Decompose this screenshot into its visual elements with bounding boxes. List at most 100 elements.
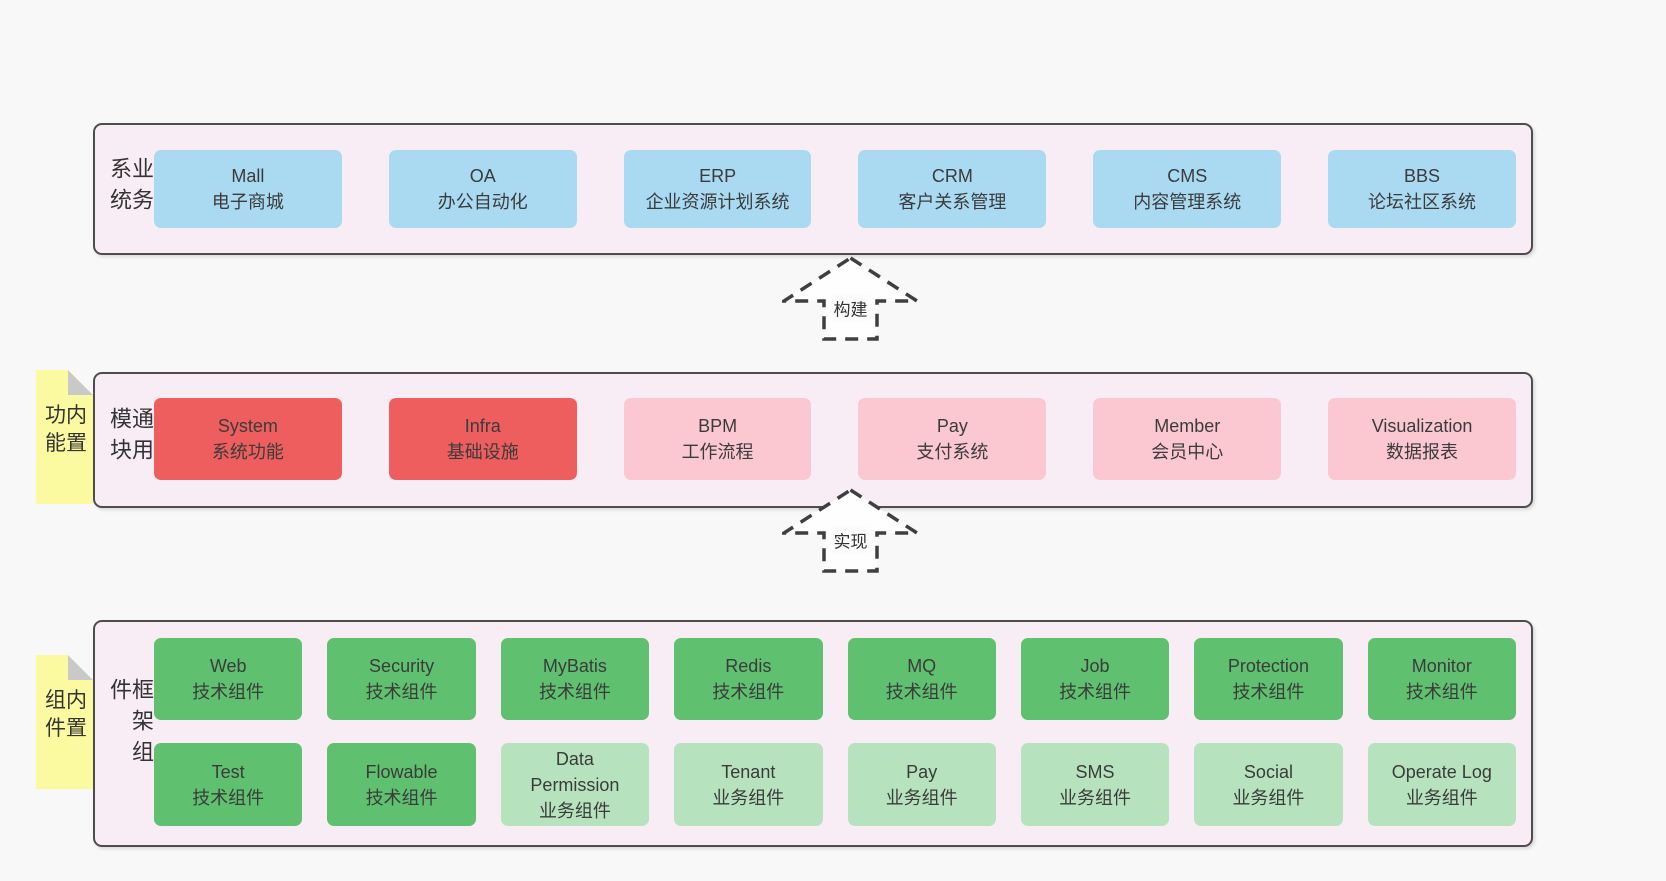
node-bbs: BBS 论坛社区系统 xyxy=(1328,150,1516,228)
node-flowable: Flowable 技术组件 xyxy=(327,743,476,826)
builtin-features-note: 内置功能 xyxy=(36,370,93,504)
node-test: Test 技术组件 xyxy=(154,743,303,826)
node-subtitle: 技术组件 xyxy=(1059,682,1132,702)
node-subtitle: 技术组件 xyxy=(192,682,265,702)
node-data-permission: Data Permission 业务组件 xyxy=(500,743,650,826)
layer-business-systems: 业务系统 Mall 电子商城 OA 办公自动化 ERP 企业资源计划系统 CRM 客户关系管理… xyxy=(93,123,1533,255)
node-title: BBS xyxy=(1404,166,1441,186)
note-fold-corner-icon xyxy=(68,370,93,395)
node-visualization: Visualization 数据报表 xyxy=(1328,398,1516,480)
node-subtitle: 业务组件 xyxy=(1059,787,1132,808)
node-title: Protection xyxy=(1227,656,1309,676)
node-member: Member 会员中心 xyxy=(1093,398,1282,480)
node-subtitle: 业务组件 xyxy=(1232,787,1305,808)
node-title: ERP xyxy=(699,166,737,186)
node-row: Mall 电子商城 OA 办公自动化 ERP 企业资源计划系统 CRM 客户关系管理 CMS 内容… xyxy=(154,150,1516,228)
node-subtitle: 技术组件 xyxy=(1232,682,1305,702)
node-title: Flowable xyxy=(365,761,438,782)
node-title: Visualization xyxy=(1371,416,1473,436)
node-protection: Protection 技术组件 xyxy=(1194,638,1343,720)
node-title: Operate Log xyxy=(1391,761,1492,782)
node-subtitle: 电子商城 xyxy=(211,192,284,212)
node-title: CMS xyxy=(1167,166,1208,186)
node-subtitle: 企业资源计划系统 xyxy=(645,192,790,212)
build-arrow-label: 构建 xyxy=(830,293,871,323)
note-fold-corner-icon xyxy=(68,655,93,680)
node-tenant: Tenant 业务组件 xyxy=(674,743,823,826)
node-title: Social xyxy=(1243,761,1293,782)
node-operate-log: Operate Log 业务组件 xyxy=(1367,743,1516,826)
node-title: Mall xyxy=(231,166,265,186)
node-web: Web 技术组件 xyxy=(154,638,303,720)
node-title: Member xyxy=(1154,416,1221,436)
node-infra: Infra 基础设施 xyxy=(388,398,577,480)
node-subtitle: 业务组件 xyxy=(538,800,611,821)
node-subtitle: 业务组件 xyxy=(1405,787,1478,808)
builtin-components-label: 内置组件 xyxy=(42,688,87,745)
node-subtitle: 技术组件 xyxy=(885,682,958,702)
implement-arrow-icon: 实现 xyxy=(782,488,919,573)
node-mybatis: MyBatis 技术组件 xyxy=(500,638,650,720)
node-subtitle: 办公自动化 xyxy=(437,192,528,212)
layer-label-framework-components: 框架组件 xyxy=(107,677,154,771)
node-sms: SMS 业务组件 xyxy=(1020,743,1170,826)
builtin-features-label: 内置功能 xyxy=(42,403,87,460)
node-social: Social 业务组件 xyxy=(1194,743,1343,826)
node-subtitle: 数据报表 xyxy=(1386,442,1459,462)
node-title: Web xyxy=(209,656,247,676)
node-title: SMS xyxy=(1075,761,1115,782)
node-title: Pay xyxy=(906,761,938,782)
node-subtitle: 技术组件 xyxy=(192,787,265,808)
node-title: Tenant xyxy=(721,761,776,782)
node-title: Job xyxy=(1080,656,1110,676)
node-subtitle: 技术组件 xyxy=(1405,682,1478,702)
node-title: Infra xyxy=(464,416,501,436)
node-redis: Redis 技术组件 xyxy=(674,638,823,720)
node-subtitle: 技术组件 xyxy=(712,682,785,702)
builtin-components-note: 内置组件 xyxy=(36,655,93,789)
node-subtitle: 支付系统 xyxy=(916,442,989,462)
build-arrow-icon: 构建 xyxy=(782,256,919,341)
node-subtitle: 业务组件 xyxy=(885,787,958,808)
node-title: Redis xyxy=(725,656,772,676)
node-title: CRM xyxy=(931,166,973,186)
node-job: Job 技术组件 xyxy=(1020,638,1170,720)
node-title: OA xyxy=(469,166,496,186)
implement-arrow-label: 实现 xyxy=(830,525,871,555)
layer-label-business-systems: 业务系统 xyxy=(107,157,154,219)
node-pay: Pay 业务组件 xyxy=(847,743,996,826)
node-subtitle: 基础设施 xyxy=(446,442,519,462)
node-mall: Mall 电子商城 xyxy=(154,150,342,228)
node-oa: OA 办公自动化 xyxy=(388,150,577,228)
node-mq: MQ 技术组件 xyxy=(847,638,996,720)
node-title: MQ xyxy=(907,656,937,676)
node-title: Security xyxy=(369,656,435,676)
node-erp: ERP 企业资源计划系统 xyxy=(623,150,812,228)
node-subtitle: 工作流程 xyxy=(681,442,754,462)
node-title: Data Permission xyxy=(530,748,620,795)
node-bpm: BPM 工作流程 xyxy=(623,398,812,480)
node-subtitle: 论坛社区系统 xyxy=(1368,192,1477,212)
layer-label-common-modules: 通用模块 xyxy=(107,407,154,469)
node-subtitle: 内容管理系统 xyxy=(1133,192,1242,212)
node-title: BPM xyxy=(698,416,738,436)
node-title: System xyxy=(217,416,278,436)
node-title: Pay xyxy=(936,416,968,436)
node-subtitle: 技术组件 xyxy=(538,682,611,702)
node-subtitle: 技术组件 xyxy=(365,787,438,808)
node-subtitle: 业务组件 xyxy=(712,787,785,808)
node-subtitle: 会员中心 xyxy=(1151,442,1224,462)
node-title: MyBatis xyxy=(542,656,607,676)
node-title: Monitor xyxy=(1411,656,1472,676)
node-cms: CMS 内容管理系统 xyxy=(1093,150,1282,228)
node-subtitle: 客户关系管理 xyxy=(898,192,1007,212)
node-title: Test xyxy=(211,761,245,782)
